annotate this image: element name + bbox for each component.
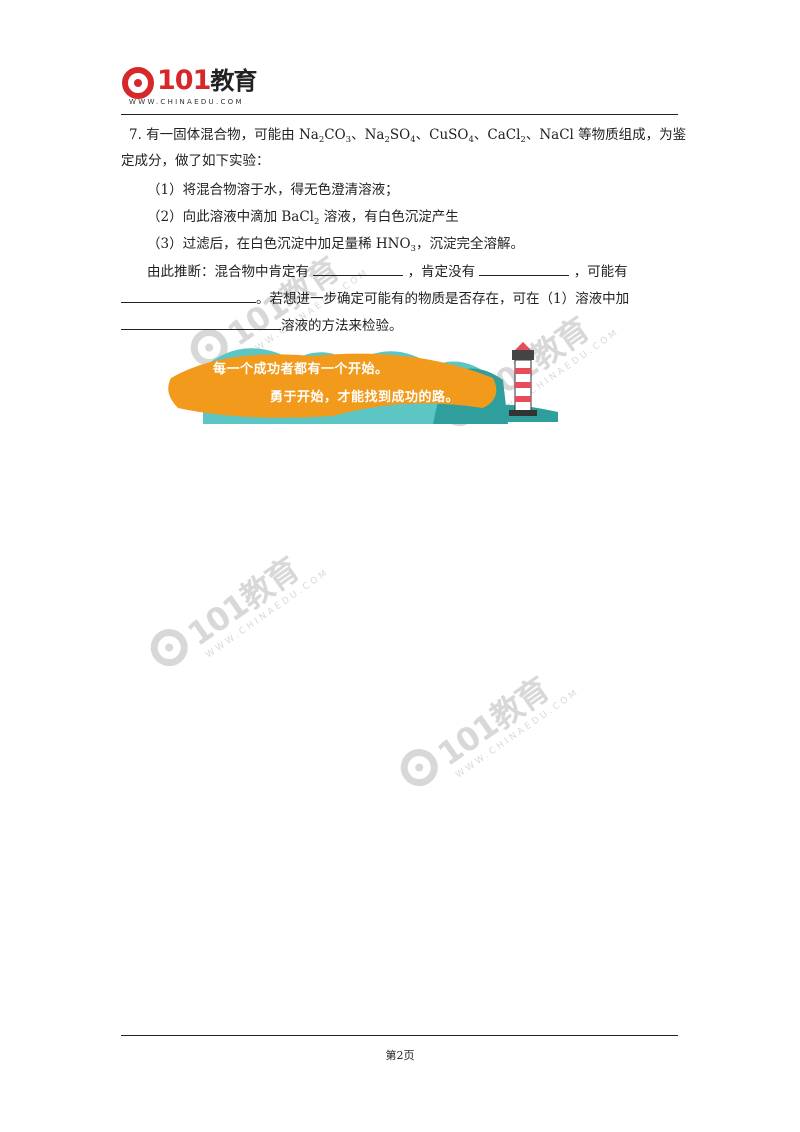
logo-url: WWW.CHINAEDU.COM bbox=[129, 98, 244, 106]
step-3: （3）过滤后，在白色沉淀中加足量稀 HNO3，沉淀完全溶解。 bbox=[147, 236, 524, 254]
lighthouse-icon bbox=[509, 342, 537, 416]
answer-blank-possible[interactable] bbox=[121, 285, 256, 303]
watermark-ring-icon bbox=[150, 629, 188, 667]
question-line-1: 7. 有一固体混合物，可能由 Na2CO3、Na2SO4、CuSO4、CaCl2… bbox=[129, 127, 687, 145]
inference-line-2: 。若想进一步确定可能有的物质是否存在，可在（1）溶液中加 bbox=[121, 285, 629, 311]
answer-blank-absent[interactable] bbox=[479, 258, 570, 276]
logo-ring-icon bbox=[122, 67, 154, 99]
watermark: 101教育 WWW.CHINAEDU.COM bbox=[386, 645, 605, 844]
page-number: 第2页 bbox=[385, 1049, 415, 1062]
motivational-banner: 每一个成功者都有一个开始。 勇于开始，才能找到成功的路。 bbox=[163, 338, 563, 424]
question-line-2: 定成分，做了如下实验： bbox=[121, 153, 270, 169]
step-1: （1）将混合物溶于水，得无色澄清溶液； bbox=[147, 182, 399, 198]
answer-blank-definite[interactable] bbox=[313, 258, 404, 276]
watermark-ring-icon bbox=[400, 749, 438, 787]
banner-text-1: 每一个成功者都有一个开始。 bbox=[213, 362, 389, 377]
inference-line-1: 由此推断：混合物中肯定有 ，肯定没有 ，可能有 bbox=[147, 258, 628, 284]
answer-blank-reagent[interactable] bbox=[121, 312, 281, 330]
inference-line-3: 溶液的方法来检验。 bbox=[121, 312, 403, 338]
step-2: （2）向此溶液中滴加 BaCl2 溶液，有白色沉淀产生 bbox=[147, 209, 459, 227]
logo-text: 101 bbox=[157, 65, 211, 96]
logo: 101教育 WWW.CHINAEDU.COM bbox=[121, 62, 281, 112]
header-rule bbox=[121, 114, 678, 115]
logo-text-cn: 教育 bbox=[210, 67, 257, 95]
footer-rule bbox=[121, 1035, 678, 1036]
banner-text-2: 勇于开始，才能找到成功的路。 bbox=[270, 390, 460, 405]
banner-graphic bbox=[168, 342, 558, 424]
watermark: 101教育 WWW.CHINAEDU.COM bbox=[136, 525, 355, 724]
